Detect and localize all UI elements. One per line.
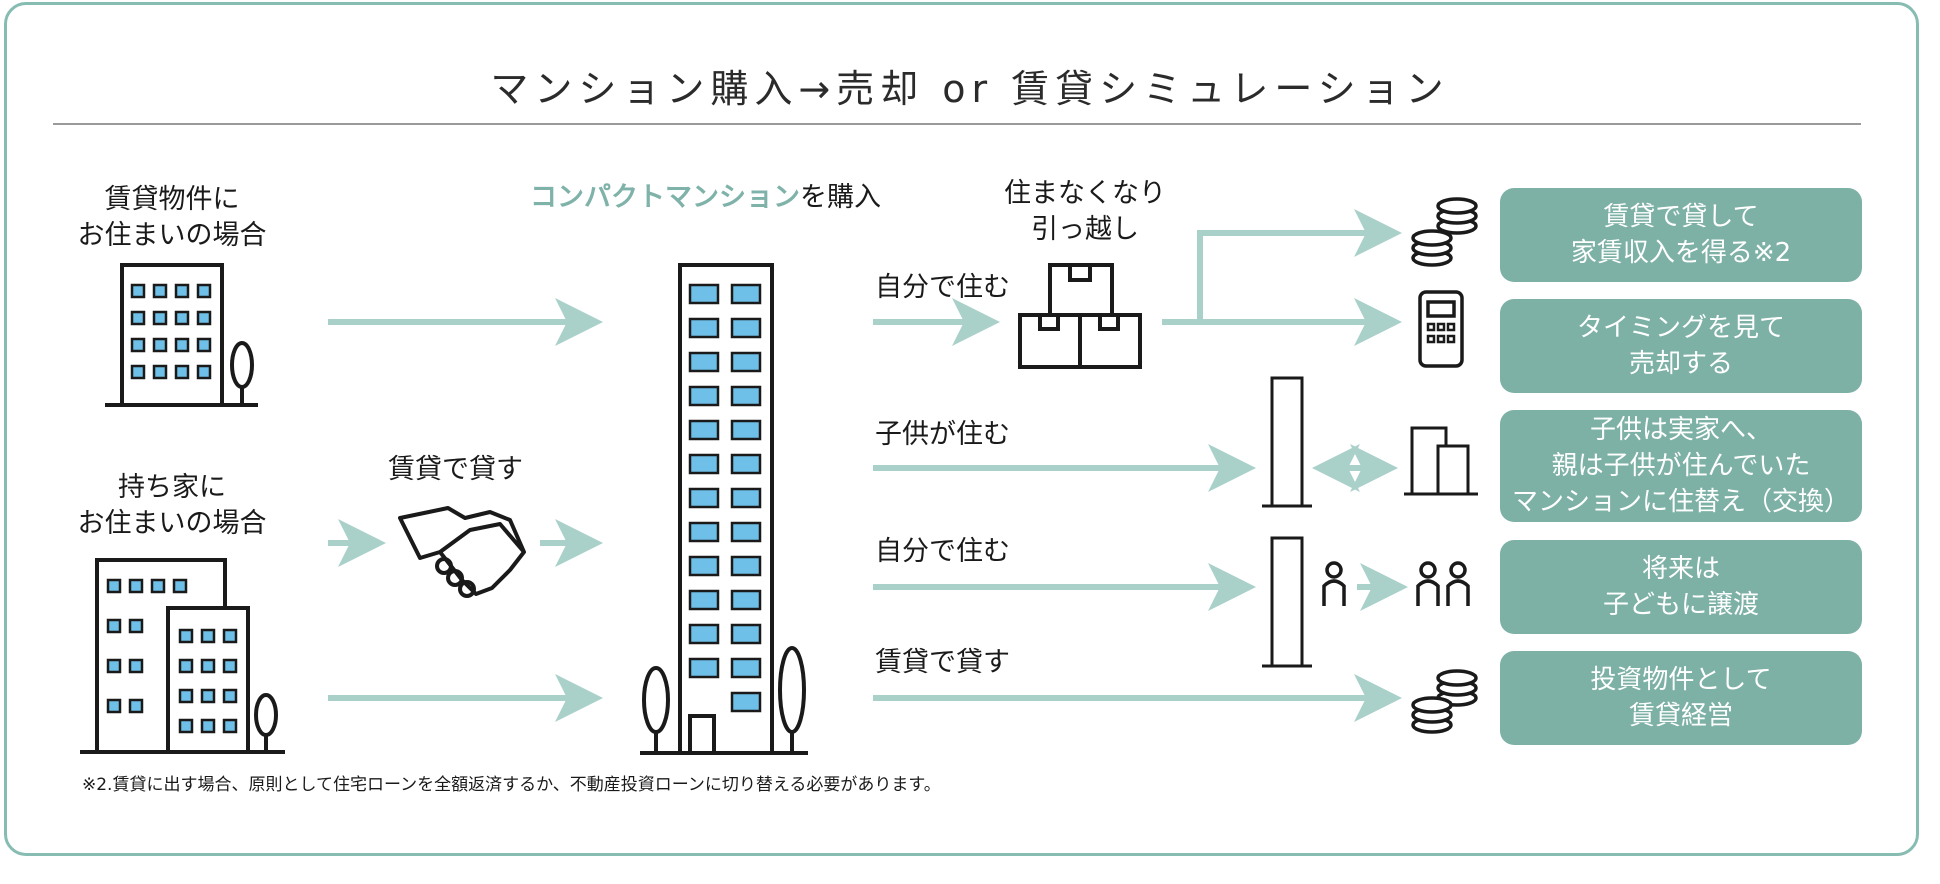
small-building-icon	[1404, 426, 1478, 496]
handshake-icon	[398, 506, 526, 598]
owning-label-line2: お住まいの場合	[77, 508, 267, 539]
outcome-line: 子どもに譲渡	[1602, 590, 1759, 620]
outcome-line: 将来は	[1641, 554, 1720, 584]
small-tower-icon	[1262, 536, 1312, 668]
outcome-line: 子供は実家へ、	[1589, 415, 1772, 445]
child-live-label: 子供が住む	[875, 419, 1010, 450]
move-out-label-line1: 住まなくなり	[1004, 178, 1166, 209]
outcome-line: 売却する	[1628, 349, 1733, 379]
outcome-line: 投資物件として	[1590, 665, 1772, 695]
move-out-label-line2: 引っ越し	[1031, 214, 1139, 245]
self-live-label-1: 自分で住む	[875, 272, 1010, 303]
arrow-to-rent-income	[1162, 209, 1402, 325]
footnote: ※2.賃貸に出す場合、原則として住宅ローンを全額返済するか、不動産投資ローンに切…	[82, 775, 941, 795]
coins-icon	[1411, 197, 1478, 267]
outcome-box-transfer: 将来は 子どもに譲渡	[1500, 540, 1862, 634]
move-out-label: 住まなくなり 引っ越し	[990, 176, 1180, 248]
outcome-line: タイミングを見て	[1576, 313, 1785, 343]
owning-label: 持ち家に お住まいの場合	[72, 470, 272, 542]
purchase-label-rest: を購入	[800, 182, 881, 213]
outcome-line: 賃貸で貸して	[1603, 202, 1759, 232]
flow-arrows	[328, 209, 1408, 722]
outcome-line: 家賃収入を得る※2	[1570, 238, 1792, 268]
outcome-line: 賃貸経営	[1628, 701, 1733, 731]
renting-label-line2: お住まいの場合	[77, 220, 267, 251]
people-icon	[1416, 561, 1470, 606]
outcome-box-swap: 子供は実家へ、 親は子供が住んでいた マンションに住替え（交換）	[1500, 410, 1862, 522]
house-building-icon	[80, 558, 285, 754]
outcome-line: マンションに住替え（交換）	[1511, 487, 1850, 517]
lease-out-label-right: 賃貸で貸す	[875, 647, 1010, 678]
outcome-line: 親は子供が住んでいた	[1551, 451, 1811, 481]
boxes-icon	[1018, 263, 1142, 369]
self-live-label-2: 自分で住む	[875, 536, 1010, 567]
calculator-icon	[1418, 290, 1464, 368]
outcome-box-sell: タイミングを見て 売却する	[1500, 299, 1862, 393]
coins-icon	[1411, 669, 1478, 734]
building-icon	[105, 263, 258, 407]
title-divider	[53, 123, 1861, 125]
purchase-label: コンパクトマンションを購入	[530, 180, 881, 216]
purchase-label-accent: コンパクトマンション	[530, 182, 800, 213]
person-icon	[1322, 561, 1346, 606]
outcome-box-investment: 投資物件として 賃貸経営	[1500, 651, 1862, 745]
lease-out-label-left: 賃貸で貸す	[388, 454, 523, 485]
renting-label: 賃貸物件に お住まいの場合	[72, 182, 272, 254]
tower-icon	[640, 263, 808, 755]
small-tower-icon	[1262, 376, 1312, 508]
owning-label-line1: 持ち家に	[118, 472, 226, 503]
page-title: マンション購入→売却 or 賃貸シミュレーション	[490, 67, 1450, 111]
outcome-box-rent-income: 賃貸で貸して 家賃収入を得る※2	[1500, 188, 1862, 282]
renting-label-line1: 賃貸物件に	[104, 184, 240, 215]
